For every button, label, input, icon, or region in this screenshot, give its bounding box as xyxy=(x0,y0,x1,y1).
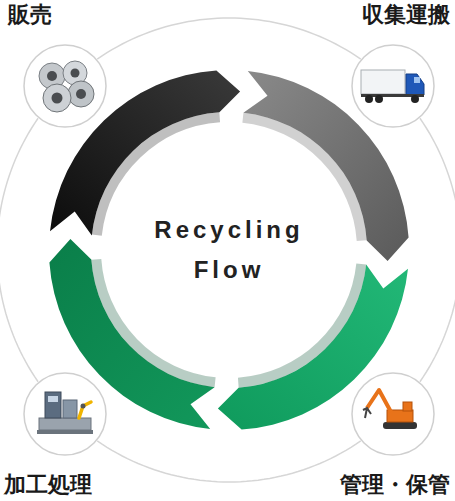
excavator-icon xyxy=(363,390,417,429)
station-label: 収集運搬 xyxy=(362,2,450,28)
truck-icon xyxy=(361,70,424,103)
station-label: 販売 xyxy=(8,2,52,28)
station-circle xyxy=(352,45,434,127)
station-label: 管理・保管 xyxy=(340,472,450,498)
station-outline xyxy=(23,372,107,456)
station-node: 加工処理 xyxy=(23,372,107,456)
station-outline xyxy=(23,44,107,128)
icon-background xyxy=(24,373,106,455)
station-circle xyxy=(352,373,434,455)
cycle-arrow xyxy=(50,70,240,235)
station-label: 加工処理 xyxy=(4,472,92,498)
station-circle xyxy=(24,45,106,127)
station-node: 収集運搬 xyxy=(351,44,435,128)
icon-background xyxy=(352,45,434,127)
icon-background xyxy=(24,45,106,127)
ring-connector xyxy=(0,118,38,382)
station-circle xyxy=(24,373,106,455)
station-node: 管理・保管 xyxy=(351,372,435,456)
cycle-arrow xyxy=(218,264,408,429)
factory-icon xyxy=(37,392,93,434)
ring-connector xyxy=(97,441,361,482)
station-outline xyxy=(351,44,435,128)
icon-background xyxy=(352,373,434,455)
station-node: 販売 xyxy=(23,44,107,128)
cycle-arrow xyxy=(49,239,214,429)
ring-connector xyxy=(420,118,455,382)
steel-coil-icon xyxy=(39,61,94,112)
station-outline xyxy=(351,372,435,456)
ring-connector xyxy=(97,18,361,59)
center-title: Recycling Flow xyxy=(134,210,324,290)
